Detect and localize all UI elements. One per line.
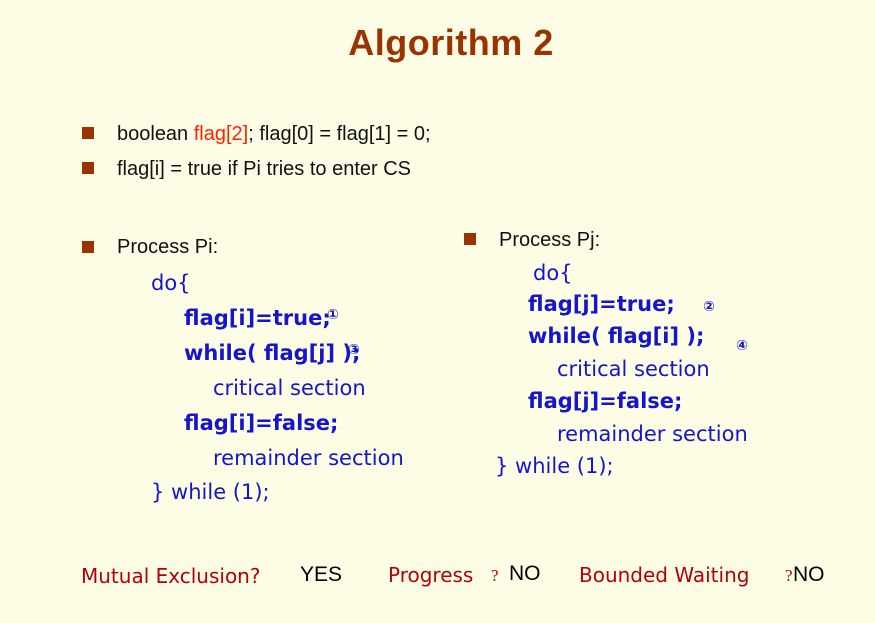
keyword-boolean: boolean xyxy=(117,123,189,145)
progress-question-mark: ? xyxy=(491,566,499,585)
pi-flag-false-line: flag[i]=false; xyxy=(184,411,339,435)
pi-do-line: do{ xyxy=(151,271,191,295)
pi-flag-true-line: flag[i]=true; xyxy=(184,306,331,330)
step-marker-1: ① xyxy=(327,307,339,323)
flag-init: ; flag[0] = flag[1] = 0; xyxy=(248,123,431,145)
process-pj-heading: Process Pj: xyxy=(499,229,601,251)
bullet-square xyxy=(82,162,94,174)
pi-while-line: while( flag[j] ); xyxy=(184,341,361,365)
pi-critical-section: critical section xyxy=(213,376,366,400)
bullet-square xyxy=(82,241,94,253)
bullet-square xyxy=(464,233,476,245)
bounded-waiting-value: NO xyxy=(793,563,825,586)
progress-label: Progress xyxy=(388,563,474,587)
pj-flag-true-line: flag[j]=true; xyxy=(528,292,675,316)
progress-value: NO xyxy=(509,562,541,585)
pj-remainder-section: remainder section xyxy=(557,422,748,446)
pj-while-line: while( flag[i] ); xyxy=(528,324,705,348)
slide-title: Algorithm 2 xyxy=(348,22,554,63)
flag-array-highlight: flag[2] xyxy=(193,123,249,145)
step-marker-4: ④ xyxy=(736,338,748,354)
pj-do-line: do{ xyxy=(533,261,573,285)
bounded-waiting-label: Bounded Waiting xyxy=(579,563,750,587)
pi-end-line: } while (1); xyxy=(151,480,270,504)
bullet-text-flag-meaning: flag[i] = true if Pi tries to enter CS xyxy=(117,158,412,180)
mutual-exclusion-value: YES xyxy=(300,563,343,586)
process-pi-heading: Process Pi: xyxy=(117,236,219,258)
bullet-square xyxy=(82,127,94,139)
step-marker-3: ③ xyxy=(348,342,360,358)
pj-end-line: } while (1); xyxy=(495,454,614,478)
bullet-text-flag-declaration: boolean flag[2]; flag[0] = flag[1] = 0; xyxy=(117,123,431,146)
pj-critical-section: critical section xyxy=(557,357,710,381)
pj-flag-false-line: flag[j]=false; xyxy=(528,389,683,413)
mutual-exclusion-label: Mutual Exclusion? xyxy=(81,564,261,588)
step-marker-2: ② xyxy=(703,299,715,315)
bounded-waiting-question-mark: ? xyxy=(785,566,793,585)
pi-remainder-section: remainder section xyxy=(213,446,404,470)
